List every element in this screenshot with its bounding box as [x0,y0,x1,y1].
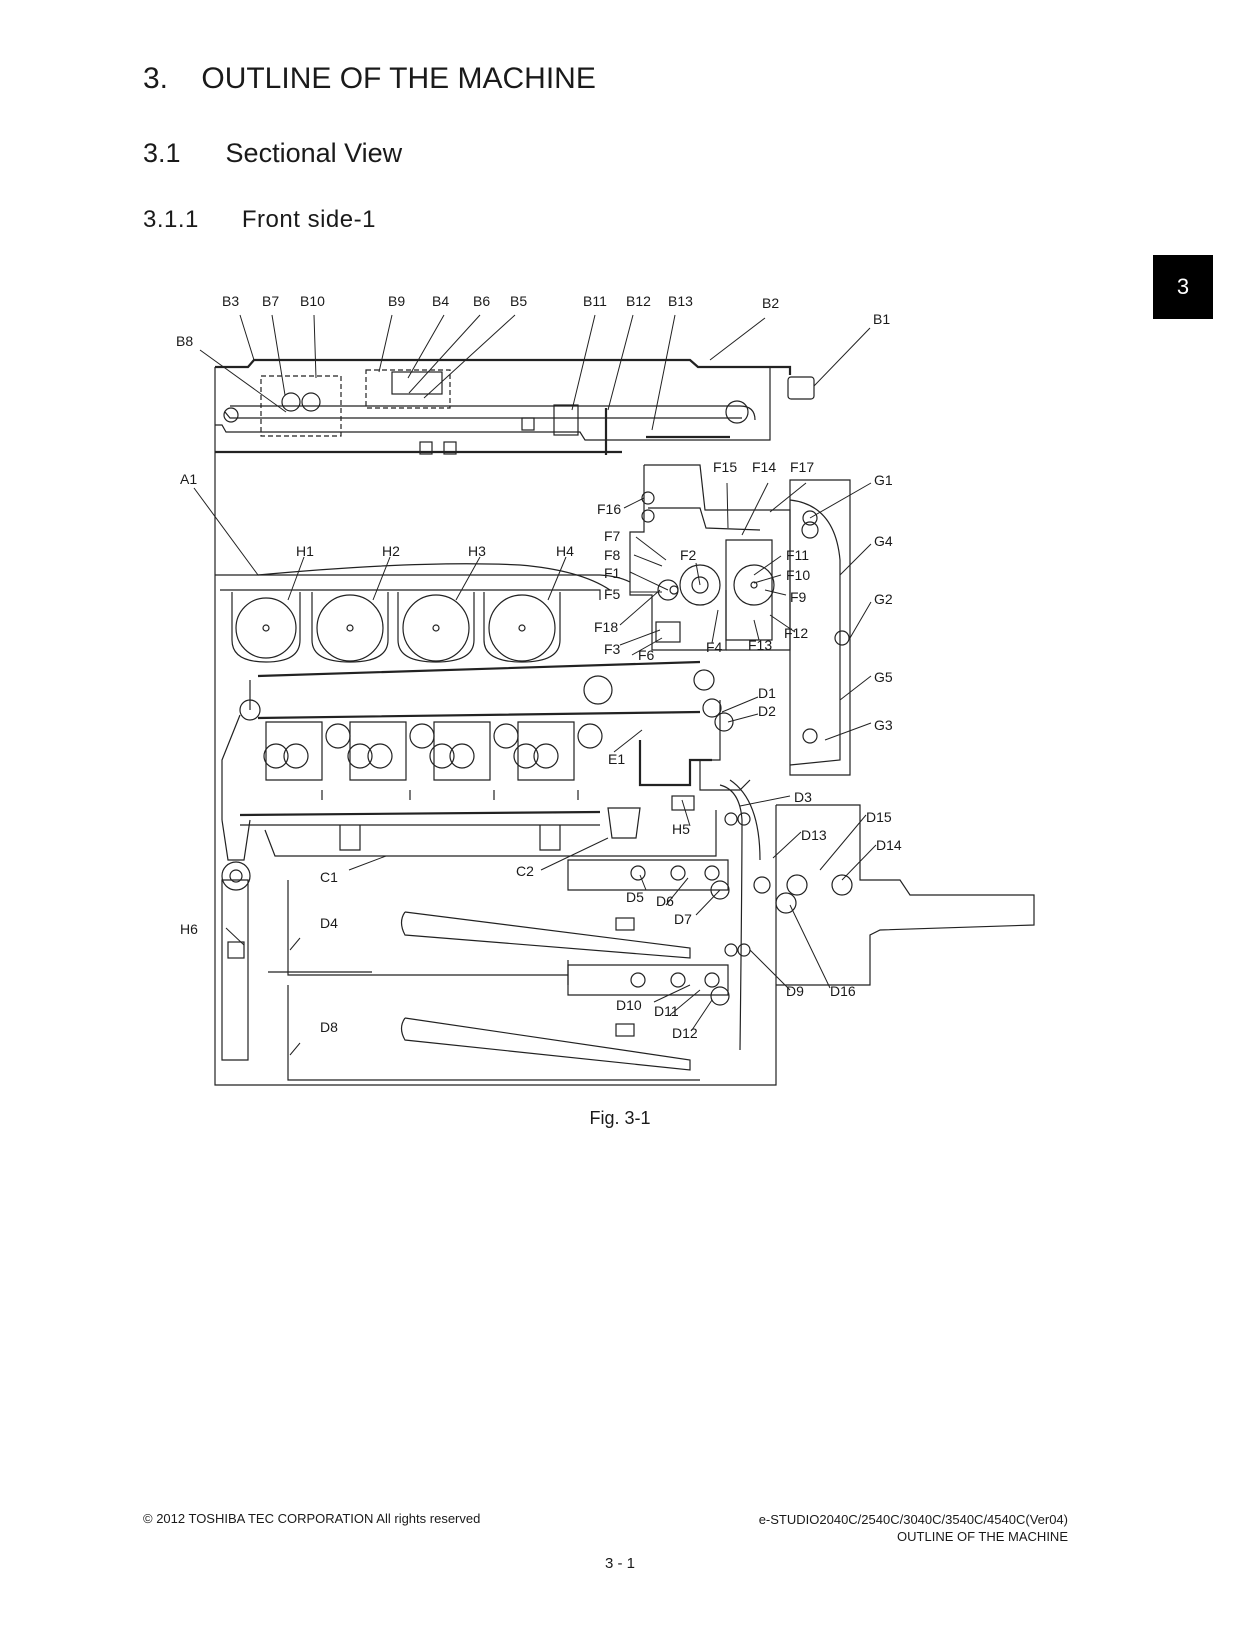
label-f9: F9 [790,589,807,605]
label-d8: D8 [320,1019,338,1035]
label-f15: F15 [713,459,737,475]
label-f8: F8 [604,547,621,563]
label-b9: B9 [388,293,405,309]
label-b1: B1 [873,311,890,327]
label-f7: F7 [604,528,621,544]
label-h6: H6 [180,921,198,937]
page-number: 3 - 1 [604,1555,635,1572]
label-f4: F4 [706,639,723,655]
label-d2: D2 [758,703,776,719]
chapter-tab: 3 [1153,255,1213,319]
label-d14: D14 [876,837,902,853]
label-f10: F10 [786,567,810,583]
label-d15: D15 [866,809,892,825]
paper-drawers [268,859,730,1081]
label-f3: F3 [604,641,621,657]
label-d6: D6 [656,893,674,909]
machine-drawing [214,358,1035,1086]
label-g4: G4 [874,533,893,549]
footer-chapter-name: OUTLINE OF THE MACHINE [897,1529,1068,1544]
label-b6: B6 [473,293,490,309]
label-c2: C2 [516,863,534,879]
label-f16: F16 [597,501,621,517]
label-b2: B2 [762,295,779,311]
label-f12: F12 [784,625,808,641]
label-b12: B12 [626,293,651,309]
label-c1: C1 [320,869,338,885]
fuser-unit [629,464,791,651]
label-g2: G2 [874,591,893,607]
label-d10: D10 [616,997,642,1013]
label-d16: D16 [830,983,856,999]
label-f17: F17 [790,459,814,475]
label-g1: G1 [874,472,893,488]
process-units [263,721,603,800]
label-h4: H4 [556,543,574,559]
subsection-title: 3.1.1 Front side-1 [143,206,376,233]
label-b5: B5 [510,293,527,309]
toner-cartridges [231,592,561,663]
label-d4: D4 [320,915,338,931]
footer-model: e-STUDIO2040C/2540C/3040C/3540C/4540C(Ve… [758,1512,1068,1527]
leader-lines [193,314,877,1056]
label-b8: B8 [176,333,193,349]
chapter-title: 3. OUTLINE OF THE MACHINE [143,62,596,95]
label-d5: D5 [626,889,644,905]
label-d1: D1 [758,685,776,701]
label-b4: B4 [432,293,449,309]
label-b3: B3 [222,293,239,309]
label-f13: F13 [748,637,772,653]
footer-model-info: e-STUDIO2040C/2540C/3040C/3540C/4540C(Ve… [759,1511,1068,1545]
label-h3: H3 [468,543,486,559]
section-title: 3.1 Sectional View [143,138,403,168]
label-d7: D7 [674,911,692,927]
label-a1: A1 [180,471,197,487]
label-d9: D9 [786,983,804,999]
label-d11: D11 [654,1003,679,1019]
label-b10: B10 [300,293,325,309]
label-h5: H5 [672,821,690,837]
label-f5: F5 [604,586,621,602]
label-d12: D12 [672,1025,698,1041]
label-h1: H1 [296,543,314,559]
label-b7: B7 [262,293,279,309]
label-g5: G5 [874,669,893,685]
label-b11: B11 [583,293,607,309]
label-g3: G3 [874,717,893,733]
label-e1: E1 [608,751,625,767]
part-labels: B3 B7 B10 B9 B4 B6 B5 B11 B12 B13 B2 B1 … [176,293,902,1041]
label-f1: F1 [604,565,621,581]
label-f2: F2 [680,547,697,563]
label-h2: H2 [382,543,400,559]
sectional-view-diagram: B3 B7 B10 B9 B4 B6 B5 B11 B12 B13 B2 B1 … [176,293,1035,1086]
copyright-notice: © 2012 TOSHIBA TEC CORPORATION All right… [143,1511,481,1526]
label-f11: F11 [786,547,809,563]
label-f6: F6 [638,647,655,663]
label-f14: F14 [752,459,776,475]
label-d3: D3 [794,789,812,805]
label-d13: D13 [801,827,827,843]
label-f18: F18 [594,619,618,635]
figure-caption: Fig. 3-1 [589,1108,651,1128]
label-b13: B13 [668,293,693,309]
